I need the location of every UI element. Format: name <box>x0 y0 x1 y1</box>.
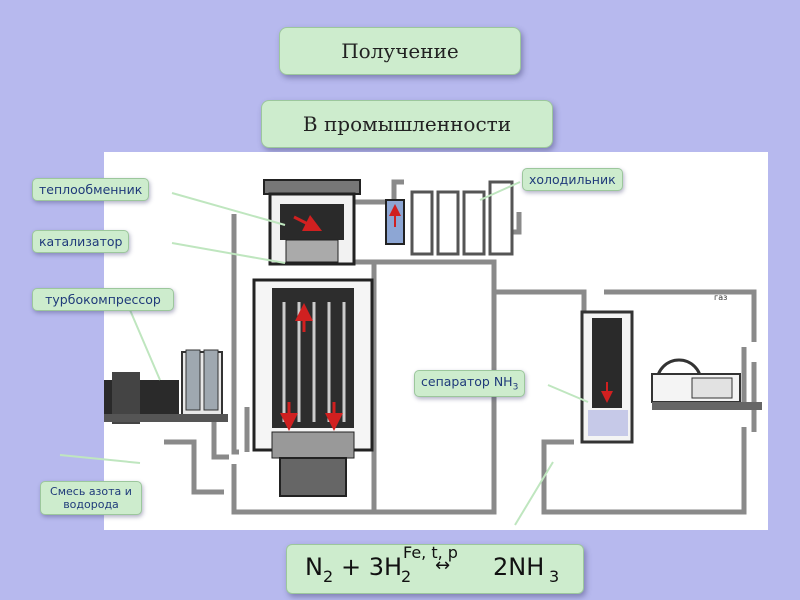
label-separator: сепаратор NH3 <box>414 370 526 398</box>
eq-plus-h2: + 3H <box>341 553 403 581</box>
title-box: Получение <box>279 27 521 75</box>
turbocompressor-unit <box>104 349 228 424</box>
label-catalyst: катализатор <box>32 230 130 253</box>
subtitle-box: В промышленности <box>261 100 553 148</box>
separator-unit <box>580 310 634 444</box>
ammonia-plant-diagram: газ <box>104 152 768 530</box>
separator-text: сепаратор NH <box>421 374 513 389</box>
eq-nh3: 2NH <box>493 553 545 581</box>
eq-n2-sub: 2 <box>323 567 334 586</box>
cooler-unit <box>385 180 514 256</box>
page-subtitle: В промышленности <box>302 112 512 136</box>
eq-nh3-sub: 3 <box>549 567 560 586</box>
page-title: Получение <box>341 39 459 63</box>
label-mixture: Смесь азота и водорода <box>40 481 142 516</box>
eq-h2-sub: 2 <box>401 567 412 586</box>
eq-conditions: Fe, t, p <box>403 543 458 562</box>
separator-sub: 3 <box>512 382 519 393</box>
circulation-compressor <box>651 358 762 410</box>
eq-n2: N <box>305 553 323 581</box>
synthesis-column <box>252 179 374 497</box>
label-cooler: холодильник <box>522 168 623 191</box>
label-turbocompressor: турбокомпрессор <box>32 288 174 311</box>
label-heat-exchanger: теплообменник <box>32 178 150 201</box>
plant-schematic: газ <box>104 179 762 515</box>
eq-arrow: ↔ <box>435 555 451 576</box>
reaction-equation: N 2 + 3H 2 Fe, t, p ↔ 2NH 3 <box>286 543 584 594</box>
gas-label: газ <box>714 293 727 302</box>
